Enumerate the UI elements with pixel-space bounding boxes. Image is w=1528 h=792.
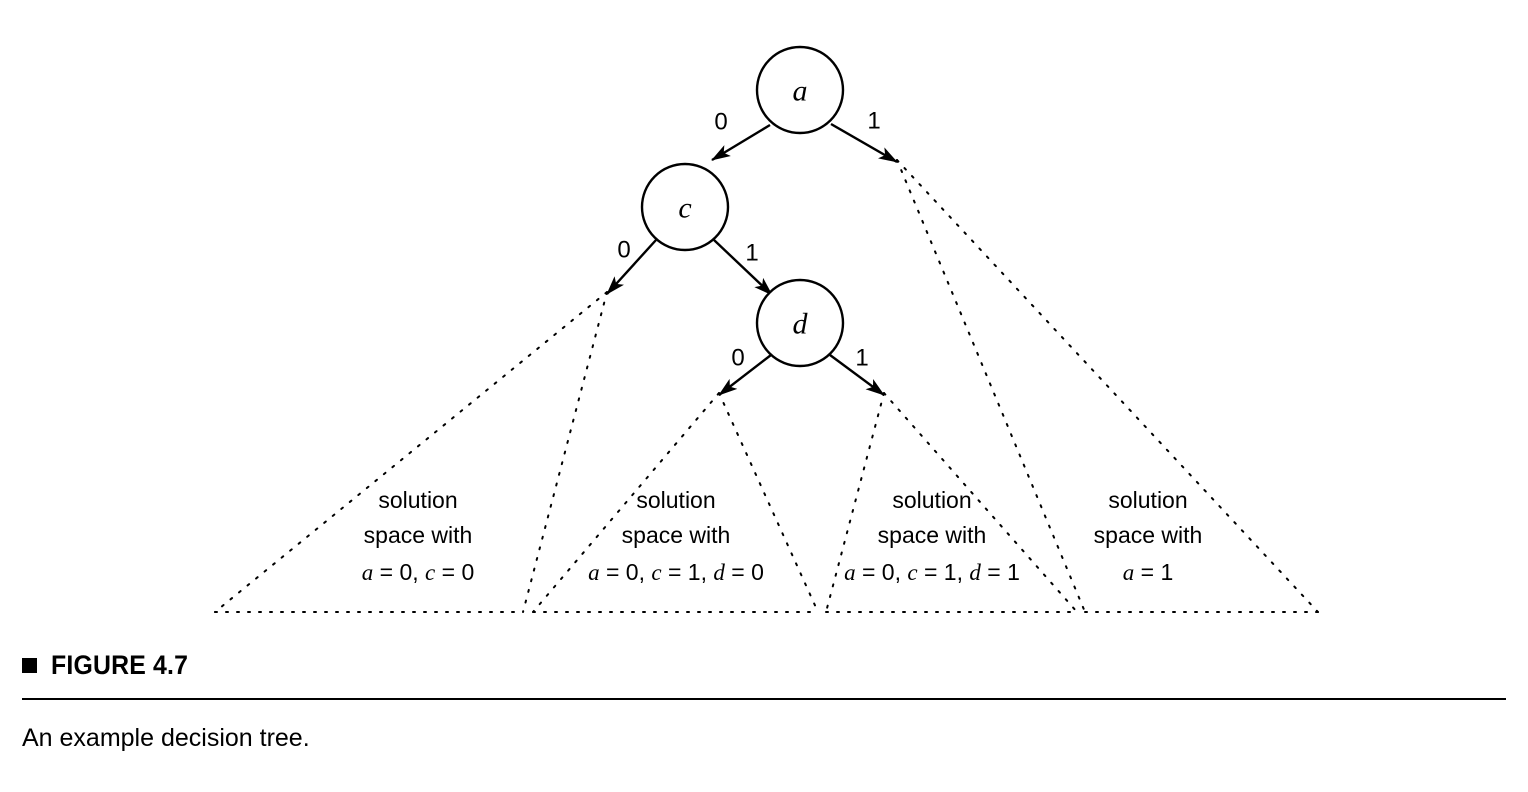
- edge-label-c-0: 0: [617, 237, 630, 264]
- variable-name: d: [969, 560, 981, 585]
- assignment-text: = 0,: [856, 559, 908, 585]
- assignment-text: = 1: [981, 559, 1020, 585]
- figure-number-label: FIGURE 4.7: [51, 649, 189, 680]
- edge-label-c-1: 1: [745, 240, 758, 267]
- node-circle-a: [755, 45, 845, 135]
- caption-divider: [22, 698, 1506, 700]
- tree-edge-c-0: [606, 239, 657, 295]
- tree-edge-c-1: [713, 239, 773, 296]
- region-label-tri4: solution space with a = 1: [1094, 487, 1203, 585]
- solution-space-triangle: [825, 392, 1078, 613]
- solution-space-regions: [214, 159, 1319, 613]
- tree-node-c: c: [640, 162, 730, 252]
- figure-heading: FIGURE 4.7: [22, 648, 1506, 682]
- variable-name: a: [362, 560, 374, 585]
- region-text-line: a = 0, c = 1, d = 0: [588, 559, 764, 585]
- assignment-text: = 1,: [662, 559, 714, 585]
- figure-caption-block: FIGURE 4.7 An example decision tree.: [22, 648, 1506, 753]
- node-label-d: d: [793, 308, 809, 341]
- triangle-right-edge: [883, 392, 1078, 613]
- region-text-line: a = 0, c = 1, d = 1: [844, 559, 1020, 585]
- region-text-line: solution: [378, 487, 457, 513]
- region-text-line: a = 1: [1123, 559, 1174, 585]
- region-text-line: a = 0, c = 0: [362, 559, 475, 585]
- region-text-line: solution: [892, 487, 971, 513]
- variable-name: d: [713, 560, 725, 585]
- node-label-c: c: [678, 192, 691, 225]
- variable-name: a: [844, 560, 856, 585]
- tree-node-a: a: [755, 45, 845, 135]
- edge-label-a-1: 1: [867, 108, 880, 135]
- node-label-a: a: [793, 75, 808, 108]
- variable-name: c: [651, 560, 661, 585]
- triangle-left-edge: [532, 392, 720, 613]
- region-text-line: space with: [622, 522, 731, 548]
- variable-name: c: [907, 560, 917, 585]
- assignment-text: = 1: [1134, 559, 1173, 585]
- variable-name: a: [588, 560, 600, 585]
- region-label-tri2: solution space with a = 0, c = 1, d = 0: [588, 487, 764, 585]
- triangle-right-edge: [522, 291, 608, 613]
- assignment-text: = 1,: [918, 559, 970, 585]
- assignment-text: = 0: [725, 559, 764, 585]
- figure-caption-text: An example decision tree.: [22, 724, 310, 752]
- square-bullet-icon: [22, 657, 37, 673]
- assignment-text: = 0,: [600, 559, 652, 585]
- tree-edge-a-0: [711, 123, 771, 162]
- edge-label-a-0: 0: [714, 109, 727, 136]
- region-label-tri3: solution space with a = 0, c = 1, d = 1: [844, 487, 1020, 585]
- region-text-line: space with: [364, 522, 473, 548]
- triangle-right-edge: [896, 159, 1319, 613]
- variable-name: c: [425, 560, 435, 585]
- region-text-line: space with: [1094, 522, 1203, 548]
- variable-name: a: [1123, 560, 1135, 585]
- tree-edge-d-0: [718, 354, 772, 396]
- region-labels: solution space with a = 0, c = 0 solution sp…: [362, 487, 1203, 585]
- tree-nodes: a c d: [640, 45, 845, 368]
- tree-edge-a-1: [830, 122, 898, 164]
- edge-label-d-0: 0: [731, 345, 744, 372]
- assignment-text: = 0: [435, 559, 474, 585]
- region-text-line: solution: [1108, 487, 1187, 513]
- tree-node-d: d: [755, 278, 845, 368]
- solution-space-triangle: [532, 392, 819, 613]
- edge-label-d-1: 1: [855, 345, 868, 372]
- tree-edges: 0 1 0 1 0 1: [606, 108, 898, 396]
- solution-space-triangle: [896, 159, 1319, 613]
- region-label-tri1: solution space with a = 0, c = 0: [362, 487, 475, 585]
- triangle-left-edge: [825, 392, 885, 613]
- triangle-left-edge: [214, 291, 608, 613]
- node-circle-c: [640, 162, 730, 252]
- solution-space-triangle: [214, 291, 608, 613]
- triangle-left-edge: [896, 159, 1086, 613]
- triangle-right-edge: [718, 392, 819, 613]
- region-text-line: space with: [878, 522, 987, 548]
- assignment-text: = 0,: [373, 559, 425, 585]
- decision-tree-diagram: 0 1 0 1 0 1 a c d solution space with a = 0, c = …: [214, 45, 1319, 613]
- region-text-line: solution: [636, 487, 715, 513]
- node-circle-d: [755, 278, 845, 368]
- tree-edge-d-1: [829, 354, 885, 396]
